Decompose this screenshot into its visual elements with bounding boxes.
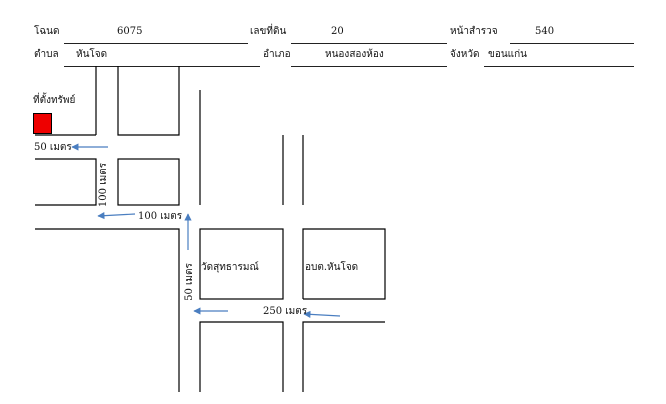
distance-250m-label: 250 เมตร xyxy=(263,306,308,317)
district-underline xyxy=(291,66,447,67)
arrow-100m-horizontal xyxy=(97,212,136,220)
property-marker xyxy=(33,113,52,134)
survey-page-underline xyxy=(510,43,634,44)
deed-label: โฉนด xyxy=(34,26,60,37)
district-value: หนองสองห้อง xyxy=(325,49,384,60)
district-label: อำเภอ xyxy=(263,49,291,60)
distance-100m-horizontal-label: 100 เมตร xyxy=(138,211,183,222)
province-value: ขอนแก่น xyxy=(488,49,528,60)
sao-block xyxy=(302,228,386,300)
deed-underline xyxy=(64,43,248,44)
road-line xyxy=(35,158,97,206)
land-no-underline xyxy=(291,43,447,44)
distance-50m-vertical-label: 50 เมตร xyxy=(183,263,195,301)
property-label: ที่ตั้งทรัพย์ xyxy=(33,95,76,106)
sao-label: อบต.หันโจด xyxy=(305,262,359,273)
temple-block xyxy=(199,228,284,300)
temple-label: วัดสุทธารมณ์ xyxy=(201,262,259,273)
distance-50m-top-label: 50 เมตร xyxy=(34,142,72,153)
road-line xyxy=(117,66,180,136)
subdistrict-value: หันโจด xyxy=(76,49,108,60)
survey-page-label: หน้าสำรวจ xyxy=(450,26,498,37)
subdistrict-underline xyxy=(64,66,260,67)
subdistrict-label: ตำบล xyxy=(34,49,59,60)
deed-value: 6075 xyxy=(117,26,143,37)
road-line xyxy=(302,321,385,392)
road-line xyxy=(35,228,180,392)
survey-page-value: 540 xyxy=(535,26,555,37)
land-no-value: 20 xyxy=(331,26,344,37)
land-no-label: เลขที่ดิน xyxy=(250,26,287,37)
province-underline xyxy=(484,66,634,67)
province-label: จังหวัด xyxy=(450,49,480,60)
distance-100m-vertical-label: 100 เมตร xyxy=(98,162,110,208)
road-line xyxy=(199,321,284,392)
arrow-250m-right xyxy=(303,310,341,318)
city-block xyxy=(117,158,180,206)
